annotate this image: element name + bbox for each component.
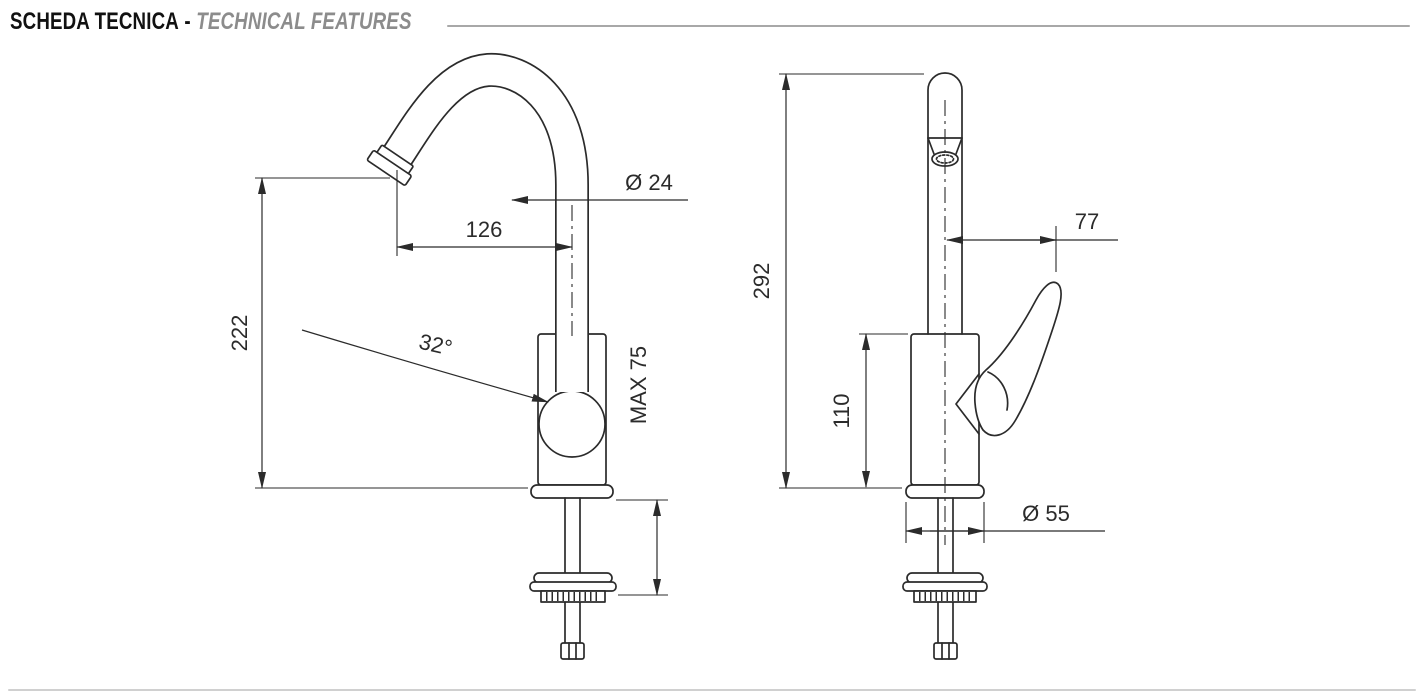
- dim-label-max-thickness: MAX 75: [626, 346, 651, 424]
- dim-label-outlet-height: 222: [227, 315, 252, 352]
- aerator-tip: [366, 150, 412, 186]
- dim-label-total-height: 292: [749, 263, 774, 300]
- handle-cone-notch: [955, 373, 980, 435]
- mounting-nut: [540, 590, 606, 603]
- dim-label-base-diameter: Ø 55: [1022, 501, 1070, 526]
- header-rule: [447, 25, 1410, 27]
- dim-label-handle-projection: 77: [1075, 209, 1099, 234]
- aerator-taper-right: [955, 137, 963, 155]
- title-english: TECHNICAL FEATURES: [196, 8, 412, 35]
- title-italian: SCHEDA TECNICA: [10, 8, 179, 35]
- spout-tube-inner: [383, 54, 588, 392]
- side-view-dimensions: Ø 24 126 222 32° MAX 75: [227, 170, 688, 596]
- aerator-side: [366, 144, 414, 186]
- handle-cap-edge: [987, 371, 1009, 411]
- mounting-washer-2: [529, 581, 617, 592]
- mounting-nut-front: [913, 590, 977, 603]
- mounting-washer-2-front: [902, 581, 988, 592]
- rod-end: [560, 642, 585, 660]
- bottom-rule: [8, 689, 1416, 691]
- angle-leader-line: [301, 329, 549, 403]
- title-separator: -: [184, 8, 191, 35]
- handle-lever: [973, 281, 1062, 437]
- rod-end-front: [933, 642, 958, 660]
- spout-tube-front: [927, 72, 963, 335]
- faucet-side-view: [366, 52, 617, 660]
- front-view-dimensions: 292 77 110 Ø 55: [749, 73, 1118, 543]
- sheet-header: SCHEDA TECNICA-TECHNICAL FEATURES: [10, 8, 412, 36]
- dim-label-spout-angle: 32°: [417, 329, 455, 361]
- handle-knob-outline: [538, 390, 606, 458]
- dim-label-spout-reach: 126: [466, 217, 503, 242]
- dim-label-spout-diameter: Ø 24: [625, 170, 673, 195]
- aerator-taper-left: [927, 137, 935, 155]
- dim-label-body-height: 110: [829, 393, 854, 428]
- base-flange-side: [530, 484, 614, 499]
- faucet-front-view: [902, 72, 1062, 660]
